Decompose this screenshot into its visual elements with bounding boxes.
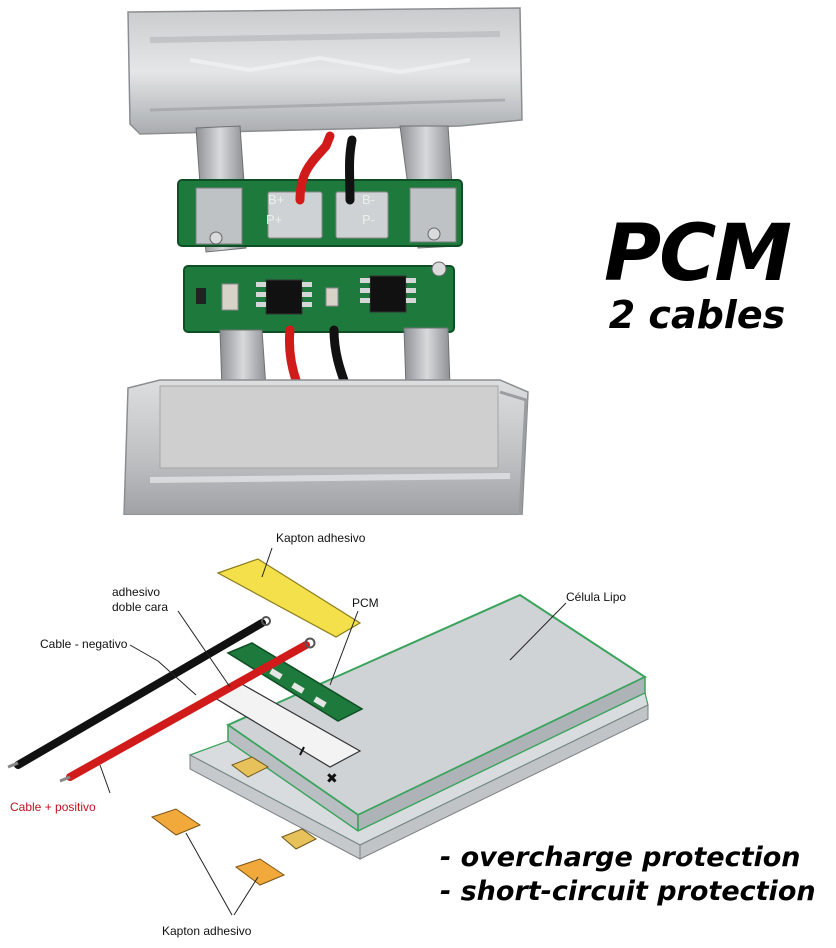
upper-red-wire (295, 131, 335, 205)
label-adhesive-2: doble cara (112, 600, 169, 614)
mark-b-plus: B+ (268, 192, 284, 207)
label-kapton-top: Kapton adhesivo (276, 531, 366, 545)
cell-tab-right (281, 828, 317, 850)
mark-p-plus: P+ (266, 212, 282, 227)
label-positive: Cable + positivo (10, 800, 96, 814)
negative-wire (7, 616, 271, 769)
lower-pcm-board (183, 261, 455, 333)
pcm-subtitle: 2 cables (608, 293, 786, 337)
lower-tabs (219, 327, 451, 391)
kapton-square-1 (150, 808, 202, 836)
upper-pcm-board (177, 179, 463, 247)
label-cell: Célula Lipo (566, 590, 627, 604)
exploded-assembly-diagram: ✖ (7, 547, 649, 916)
cell-tab-left (230, 756, 270, 778)
label-negative: Cable - negativo (40, 637, 128, 651)
battery-pcm-photo: B+ P+ B- P- (123, 7, 529, 515)
svg-text:✖: ✖ (326, 771, 338, 787)
label-pcm: PCM (352, 596, 379, 610)
lower-red-wire (285, 325, 303, 391)
kapton-square-2 (234, 858, 286, 886)
feature-short-circuit: - short-circuit protection (440, 876, 816, 907)
pcm-title: PCM (603, 209, 792, 299)
feature-overcharge: - overcharge protection (440, 842, 801, 873)
lower-black-wire (329, 325, 351, 391)
leader-lines (99, 547, 567, 916)
mark-p-minus: P- (362, 212, 375, 227)
lipo-cell-body (188, 593, 649, 860)
kapton-top-strip (216, 558, 362, 638)
positive-wire (59, 637, 316, 783)
top-cell-foil (127, 7, 523, 135)
board-silkscreen: B+ P+ B- P- (266, 192, 375, 227)
upper-black-wire (345, 135, 357, 205)
diagram-pcm-board (226, 642, 364, 722)
bottom-cell (123, 379, 529, 515)
mark-b-minus: B- (362, 192, 375, 207)
label-kapton-bottom: Kapton adhesivo (162, 924, 252, 938)
label-adhesive-1: adhesivo (112, 585, 161, 599)
